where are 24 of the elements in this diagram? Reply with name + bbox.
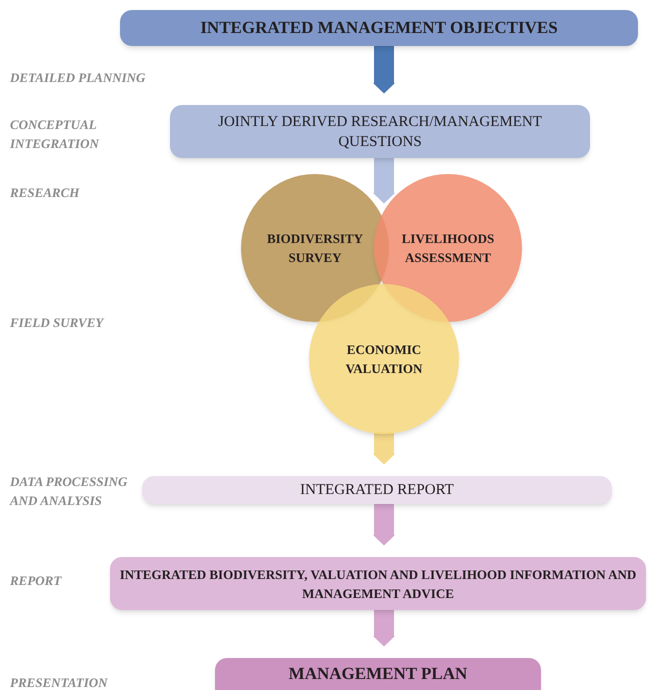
block-arrow: [373, 610, 395, 647]
node-label: INTEGRATED MANAGEMENT OBJECTIVES: [199, 17, 559, 40]
process-box: [142, 476, 612, 504]
node-label: JOINTLY DERIVED RESEARCH/MANAGEMENT QUESTIONS: [217, 112, 543, 152]
block-arrow: [373, 46, 395, 94]
process-box: [120, 10, 638, 46]
process-box: [215, 658, 541, 690]
stage-label: DATA PROCESSING AND ANALYSIS: [10, 473, 128, 510]
stage-label: FIELD SURVEY: [10, 314, 106, 332]
stage-label: RESEARCH: [10, 184, 81, 202]
block-arrow: [373, 432, 395, 465]
block-arrow: [373, 158, 395, 204]
node-label: INTEGRATED BIODIVERSITY, VALUATION AND LIVELIHOOD INFORMATION AND MANAGEMENT ADVICE: [118, 566, 638, 602]
stage-label: DETAILED PLANNING: [10, 69, 146, 87]
stage-label: PRESENTATION: [10, 674, 109, 690]
node-label: MANAGEMENT PLAN: [288, 663, 468, 686]
node-label: BIODIVERSITY SURVEY: [266, 230, 364, 267]
node-label: ECONOMIC VALUATION: [344, 341, 424, 378]
node-label: INTEGRATED REPORT: [299, 480, 455, 500]
stage-label: CONCEPTUAL INTEGRATION: [10, 116, 100, 153]
process-box: [110, 557, 646, 610]
block-arrow: [373, 504, 395, 546]
node-label: LIVELIHOODS ASSESSMENT: [400, 230, 496, 267]
process-box: [170, 105, 590, 158]
